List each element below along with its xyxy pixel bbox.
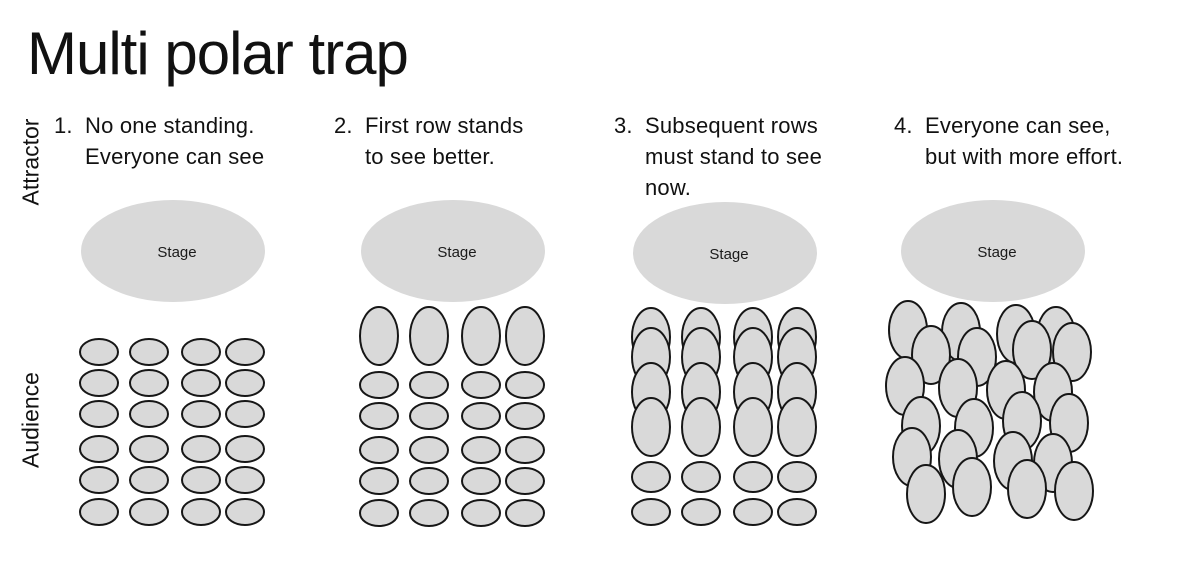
audience-member-stand <box>681 397 721 457</box>
audience-member-sit <box>461 402 501 430</box>
panel-3-audience <box>631 307 817 526</box>
panel-4-number: 4. <box>894 113 913 138</box>
audience-member-sit <box>129 466 169 494</box>
audience-member-sit <box>225 498 265 526</box>
audience-member-sit <box>409 467 449 495</box>
audience-member-sit <box>181 400 221 428</box>
audience-member-sit <box>777 461 817 493</box>
audience-member-sit <box>225 400 265 428</box>
panel-4-caption-text: Everyone can see, but with more effort. <box>925 113 1124 169</box>
audience-member-sit <box>461 436 501 464</box>
panel-3-caption: 3. Subsequent rows must stand to see now… <box>614 110 879 203</box>
stage-label: Stage <box>709 246 748 263</box>
stage-ellipse <box>361 200 545 302</box>
audience-member-sit <box>181 466 221 494</box>
stage-label: Stage <box>437 244 476 261</box>
panel-1-number: 1. <box>54 113 73 138</box>
audience-member-sit <box>129 338 169 366</box>
audience-member-sit <box>631 498 671 526</box>
audience-member-stand <box>1007 459 1047 519</box>
audience-member-sit <box>181 435 221 463</box>
audience-member-sit <box>409 436 449 464</box>
panel-4-audience <box>885 300 1094 524</box>
audience-member-sit <box>359 436 399 464</box>
panel-4-caption: 4. Everyone can see, but with more effor… <box>894 110 1159 172</box>
panel-2-audience <box>359 306 545 527</box>
panel-3-stage: Stage <box>633 202 817 304</box>
audience-member-sit <box>681 498 721 526</box>
audience-member-stand <box>1054 461 1094 521</box>
audience-member-sit <box>461 467 501 495</box>
audience-member-sit <box>505 467 545 495</box>
stage-ellipse <box>633 202 817 304</box>
panel-2-number: 2. <box>334 113 353 138</box>
stage-ellipse <box>901 200 1085 302</box>
audience-member-stand <box>1012 320 1052 380</box>
audience-member-sit <box>79 498 119 526</box>
audience-member-stand <box>906 464 946 524</box>
audience-member-stand <box>359 306 399 366</box>
audience-member-sit <box>359 402 399 430</box>
audience-member-sit <box>631 461 671 493</box>
audience-member-sit <box>777 498 817 526</box>
audience-member-stand <box>461 306 501 366</box>
audience-member-sit <box>409 499 449 527</box>
audience-member-sit <box>505 499 545 527</box>
stage-label: Stage <box>157 244 196 261</box>
audience-member-sit <box>409 402 449 430</box>
audience-member-sit <box>79 466 119 494</box>
panel-1-caption-text: No one standing. Everyone can see <box>85 113 265 169</box>
audience-member-sit <box>461 499 501 527</box>
audience-member-sit <box>79 435 119 463</box>
panel-2-stage: Stage <box>361 200 545 302</box>
audience-member-sit <box>681 461 721 493</box>
stage-ellipse <box>81 200 265 302</box>
audience-member-sit <box>409 371 449 399</box>
panel-3-caption-text: Subsequent rows must stand to see now. <box>645 113 823 200</box>
audience-member-stand <box>505 306 545 366</box>
audience-member-sit <box>505 436 545 464</box>
audience-member-sit <box>181 498 221 526</box>
audience-member-sit <box>225 338 265 366</box>
panel-1-caption: 1. No one standing. Everyone can see <box>54 110 319 172</box>
audience-member-sit <box>129 435 169 463</box>
panel-1-audience <box>79 338 265 526</box>
audience-member-sit <box>79 369 119 397</box>
audience-member-sit <box>733 461 773 493</box>
panel-2-caption: 2. First row stands to see better. <box>334 110 599 172</box>
audience-member-sit <box>79 400 119 428</box>
panel-4-stage: Stage <box>901 200 1085 302</box>
audience-member-sit <box>359 467 399 495</box>
audience-member-sit <box>461 371 501 399</box>
audience-member-sit <box>129 369 169 397</box>
panel-2-caption-text: First row stands to see better. <box>365 113 524 169</box>
audience-member-sit <box>359 371 399 399</box>
panel-3-number: 3. <box>614 113 633 138</box>
audience-member-sit <box>181 338 221 366</box>
panel-1-stage: Stage <box>81 200 265 302</box>
audience-member-stand <box>733 397 773 457</box>
audience-member-sit <box>359 499 399 527</box>
audience-member-stand <box>631 397 671 457</box>
audience-member-sit <box>733 498 773 526</box>
page-title: Multi polar trap <box>27 20 409 87</box>
audience-member-stand <box>409 306 449 366</box>
audience-member-sit <box>129 498 169 526</box>
stage-label: Stage <box>977 244 1016 261</box>
audience-member-sit <box>505 402 545 430</box>
audience-member-sit <box>181 369 221 397</box>
audience-member-sit <box>225 369 265 397</box>
audience-member-stand <box>952 457 992 517</box>
audience-member-sit <box>129 400 169 428</box>
audience-member-stand <box>777 397 817 457</box>
audience-member-sit <box>505 371 545 399</box>
audience-member-sit <box>225 435 265 463</box>
audience-member-sit <box>79 338 119 366</box>
audience-member-sit <box>225 466 265 494</box>
